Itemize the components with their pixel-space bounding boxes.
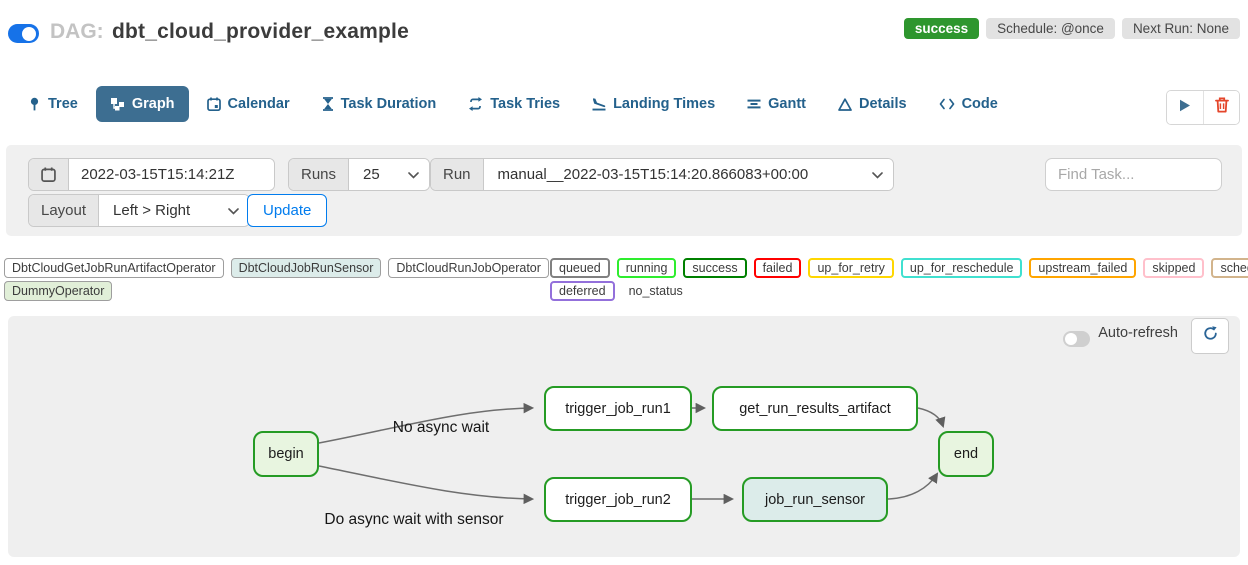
runs-group: Runs 25 <box>288 158 431 191</box>
run-value: manual__2022-03-15T15:14:20.866083+00:00 <box>497 166 809 183</box>
operator-legend-row-1: DbtCloudGetJobRunArtifactOperator DbtClo… <box>4 258 549 278</box>
status-badge: success <box>683 258 747 278</box>
triangle-icon <box>838 97 852 111</box>
tab-landing-times[interactable]: Landing Times <box>578 86 729 122</box>
hourglass-icon <box>322 97 334 111</box>
tab-label: Landing Times <box>613 96 716 112</box>
code-icon <box>939 98 955 110</box>
status-badge: upstream_failed <box>1029 258 1137 278</box>
run-group: Run manual__2022-03-15T15:14:20.866083+0… <box>430 158 894 191</box>
tab-task-duration[interactable]: Task Duration <box>308 86 451 122</box>
layout-value: Left > Right <box>113 202 191 219</box>
delete-dag-button[interactable] <box>1203 91 1239 124</box>
status-badge: no_status <box>628 284 683 298</box>
refresh-button[interactable] <box>1191 318 1229 354</box>
trigger-dag-button[interactable] <box>1167 91 1203 124</box>
task-node-job-run-sensor[interactable]: job_run_sensor <box>742 477 888 522</box>
operator-badge: DbtCloudRunJobOperator <box>388 258 549 278</box>
tab-label: Tree <box>48 96 78 112</box>
task-node-trigger-job-run1[interactable]: trigger_job_run1 <box>544 386 692 431</box>
layout-group: Layout Left > Right <box>28 194 251 227</box>
auto-refresh-label: Auto-refresh <box>1098 325 1178 341</box>
dag-edges <box>318 402 946 505</box>
trash-icon <box>1214 97 1229 118</box>
operator-badge: DbtCloudGetJobRunArtifactOperator <box>4 258 224 278</box>
calendar-icon <box>206 97 221 111</box>
auto-refresh-toggle[interactable] <box>1063 331 1091 347</box>
tab-label: Task Duration <box>340 96 437 112</box>
task-node-end[interactable]: end <box>938 431 994 477</box>
tab-graph[interactable]: Graph <box>95 86 189 122</box>
legend: DbtCloudGetJobRunArtifactOperator DbtClo… <box>4 256 1248 306</box>
update-button[interactable]: Update <box>247 194 328 227</box>
find-task-input[interactable] <box>1045 158 1222 191</box>
dag-prefix-label: DAG: <box>50 20 104 43</box>
play-icon <box>1179 99 1191 117</box>
execution-date-input[interactable]: 2022-03-15T15:14:21Z <box>69 159 274 190</box>
tab-gantt[interactable]: Gantt <box>733 86 820 122</box>
next-run-badge: Next Run: None <box>1121 18 1240 39</box>
gantt-icon <box>747 97 761 111</box>
tree-icon <box>28 97 41 111</box>
tab-calendar[interactable]: Calendar <box>193 86 304 122</box>
plane-landing-icon <box>592 97 606 111</box>
filter-panel: 2022-03-15T15:14:21Z Runs 25 Run manual_… <box>6 145 1242 236</box>
run-select[interactable]: manual__2022-03-15T15:14:20.866083+00:00 <box>483 159 893 190</box>
view-tabs: Tree Graph Calendar Task Duration Task T… <box>14 86 1012 122</box>
dag-action-buttons <box>1166 90 1240 125</box>
status-badge: running <box>616 258 677 278</box>
runs-select[interactable]: 25 <box>349 159 430 190</box>
edge-label-do-async-wait: Do async wait with sensor <box>324 511 504 528</box>
schedule-badge: Schedule: @once <box>986 18 1115 39</box>
layout-select[interactable]: Left > Right <box>99 195 250 226</box>
chevron-down-icon <box>228 202 239 219</box>
status-badge: skipped <box>1143 258 1205 278</box>
status-badge: up_for_reschedule <box>900 258 1023 278</box>
tab-details[interactable]: Details <box>824 86 921 122</box>
tab-label: Calendar <box>227 96 290 112</box>
status-legend-row-1: queued running success failed up_for_ret… <box>550 258 1248 278</box>
auto-refresh-control: Auto-refresh <box>1063 325 1178 347</box>
tab-label: Details <box>859 96 907 112</box>
header-badges: success Schedule: @once Next Run: None <box>903 18 1240 39</box>
status-badge: queued <box>550 258 610 278</box>
task-node-begin[interactable]: begin <box>253 431 319 477</box>
tab-label: Code <box>961 96 998 112</box>
refresh-icon <box>1202 325 1219 347</box>
layout-label: Layout <box>29 195 100 226</box>
dag-graph-panel: Auto-refresh No async wait Do async wait… <box>8 316 1240 557</box>
status-badge: failed <box>753 258 802 278</box>
chevron-down-icon <box>408 166 419 183</box>
runs-value: 25 <box>363 166 380 183</box>
status-badge: scheduled <box>1211 258 1248 278</box>
operator-legend-row-2: DummyOperator <box>4 281 113 301</box>
tab-code[interactable]: Code <box>925 86 1012 122</box>
operator-badge: DummyOperator <box>4 281 113 301</box>
dag-pause-toggle[interactable] <box>8 24 39 43</box>
calendar-addon-icon[interactable] <box>29 159 69 190</box>
execution-date-group: 2022-03-15T15:14:21Z <box>28 158 275 191</box>
tab-task-tries[interactable]: Task Tries <box>454 86 574 122</box>
status-badge: up_for_retry <box>808 258 894 278</box>
edge-label-no-async-wait: No async wait <box>392 419 490 436</box>
dag-status-badge[interactable]: success <box>903 18 980 39</box>
page-title: dbt_cloud_provider_example <box>112 20 409 43</box>
toggle-knob <box>22 26 36 41</box>
repeat-icon <box>468 97 483 111</box>
status-badge: deferred <box>550 281 615 301</box>
chevron-down-icon <box>871 166 883 183</box>
runs-label: Runs <box>289 159 350 190</box>
toggle-knob <box>1065 333 1078 345</box>
task-node-get-run-results-artifact[interactable]: get_run_results_artifact <box>712 386 918 431</box>
operator-badge: DbtCloudJobRunSensor <box>230 258 382 278</box>
task-node-trigger-job-run2[interactable]: trigger_job_run2 <box>544 477 692 522</box>
tab-label: Gantt <box>768 96 806 112</box>
dag-header: DAG: dbt_cloud_provider_example success … <box>8 18 1240 54</box>
tab-label: Task Tries <box>490 96 561 112</box>
run-label: Run <box>431 159 484 190</box>
tab-tree[interactable]: Tree <box>14 86 92 122</box>
status-legend-row-2: deferred no_status <box>550 281 690 301</box>
tab-label: Graph <box>131 96 175 112</box>
graph-icon <box>110 97 125 111</box>
